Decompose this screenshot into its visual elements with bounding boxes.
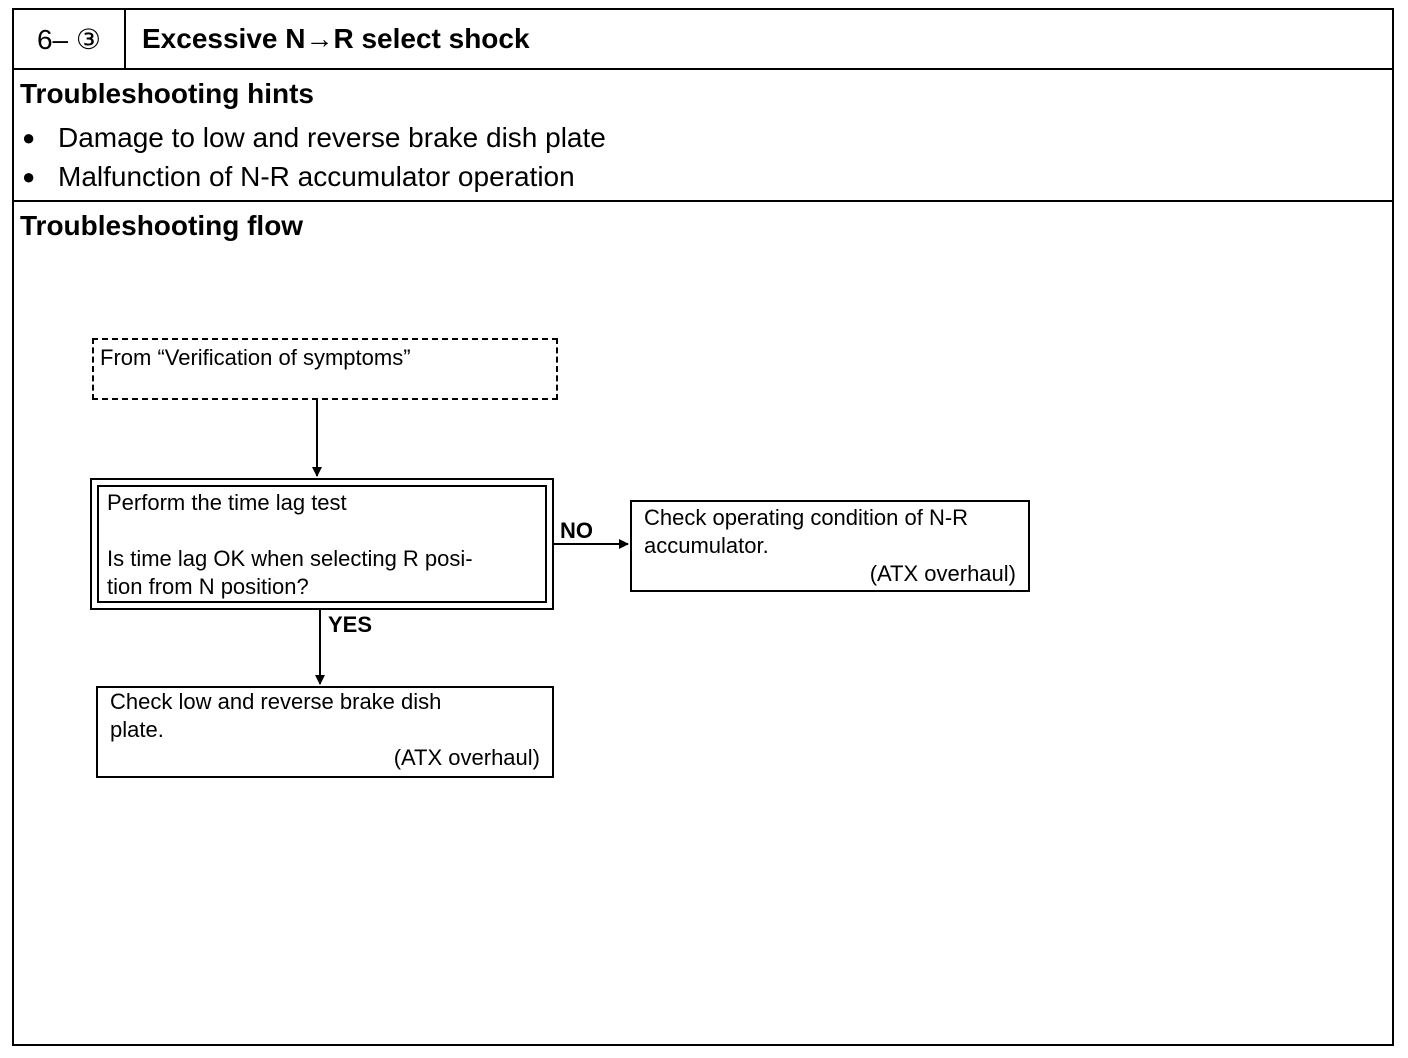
section-number: 6– ③ — [14, 10, 126, 68]
hint-text: Damage to low and reverse brake dish pla… — [58, 122, 606, 153]
yes-label: YES — [328, 612, 373, 637]
no-label: NO — [560, 518, 593, 543]
yes-box-reference: (ATX overhaul) — [393, 745, 540, 770]
decision-line-1: Perform the time lag test — [107, 490, 347, 515]
yes-result-box: Check low and reverse brake dish plate. … — [96, 686, 554, 778]
decision-line-3: tion from N position? — [107, 574, 309, 599]
hints-heading: Troubleshooting hints — [20, 78, 314, 109]
no-box-line-1: Check operating condition of N-R — [644, 505, 969, 530]
hint-text: Malfunction of N-R accumulator operation — [58, 161, 575, 192]
document-frame: 6– ③ Excessive N→R select shock Troubles… — [12, 8, 1394, 1046]
hints-section: Troubleshooting hints ● Damage to low an… — [14, 70, 1392, 202]
yes-box-line-2: plate. — [110, 717, 164, 742]
no-box-reference: (ATX overhaul) — [869, 561, 1016, 586]
start-box: From “Verification of symptoms” — [92, 338, 558, 400]
section-title: Excessive N→R select shock — [142, 23, 530, 54]
hint-item: ● Malfunction of N-R accumulator operati… — [22, 161, 575, 193]
no-box-line-2: accumulator. — [644, 533, 769, 558]
decision-line-2: Is time lag OK when selecting R posi- — [107, 546, 473, 571]
bullet-icon: ● — [22, 125, 36, 150]
yes-box-line-1: Check low and reverse brake dish — [110, 689, 442, 714]
decision-box: Perform the time lag test Is time lag OK… — [90, 478, 554, 610]
decision-box-inner: Perform the time lag test Is time lag OK… — [97, 485, 547, 603]
bullet-icon: ● — [22, 164, 36, 189]
flow-heading: Troubleshooting flow — [20, 210, 304, 241]
hint-item: ● Damage to low and reverse brake dish p… — [22, 122, 606, 154]
start-box-text: From “Verification of symptoms” — [100, 345, 411, 370]
no-result-box: Check operating condition of N-R accumul… — [630, 500, 1030, 592]
header-row: 6– ③ Excessive N→R select shock — [14, 10, 1392, 70]
